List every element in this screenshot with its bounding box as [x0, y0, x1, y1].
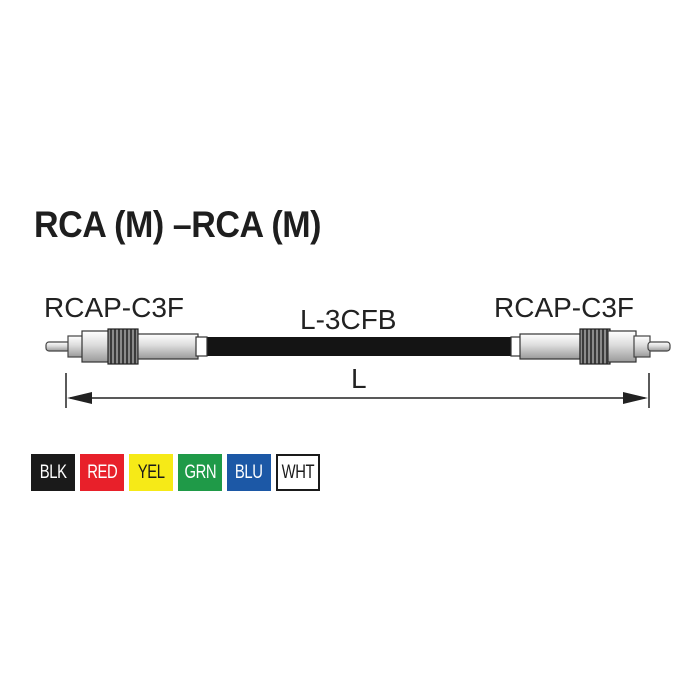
right-plug-knurl: [579, 328, 611, 365]
color-swatch-blk: BLK: [31, 454, 75, 491]
color-swatch-label: WHT: [281, 461, 315, 483]
color-swatch-blu: BLU: [227, 454, 271, 491]
color-swatch-wht: WHT: [276, 454, 320, 491]
dimension-right-arrow: [623, 392, 648, 404]
color-swatch-red: RED: [80, 454, 124, 491]
left-connector-label: RCAP-C3F: [44, 292, 185, 323]
diagram-title: RCA (M) –RCA (M): [34, 204, 321, 245]
right-plug-boot: [519, 333, 581, 360]
left-plug-knurl: [107, 328, 139, 365]
cable-body: [205, 337, 513, 356]
length-label: L: [351, 363, 367, 394]
right-rca-plug: [510, 328, 671, 365]
left-plug-strain: [195, 336, 208, 357]
color-swatch-label: YEL: [137, 461, 165, 483]
color-swatch-label: BLK: [39, 461, 67, 483]
length-dimension: [65, 373, 650, 408]
cable-type-label: L-3CFB: [300, 304, 397, 335]
left-plug-boot: [137, 333, 199, 360]
left-plug-tip: [45, 341, 71, 352]
right-plug-barrel: [607, 330, 637, 363]
color-swatch-label: BLU: [235, 461, 263, 483]
color-swatches: BLK RED YEL GRN BLU WHT: [31, 454, 320, 491]
color-swatch-label: RED: [86, 461, 118, 483]
right-connector-label: RCAP-C3F: [494, 292, 635, 323]
left-plug-barrel: [81, 330, 111, 363]
color-swatch-yel: YEL: [129, 454, 173, 491]
right-plug-tip: [647, 341, 671, 352]
color-swatch-grn: GRN: [178, 454, 222, 491]
dimension-left-arrow: [67, 392, 92, 404]
color-swatch-label: GRN: [184, 461, 216, 483]
left-rca-plug: [45, 328, 208, 365]
